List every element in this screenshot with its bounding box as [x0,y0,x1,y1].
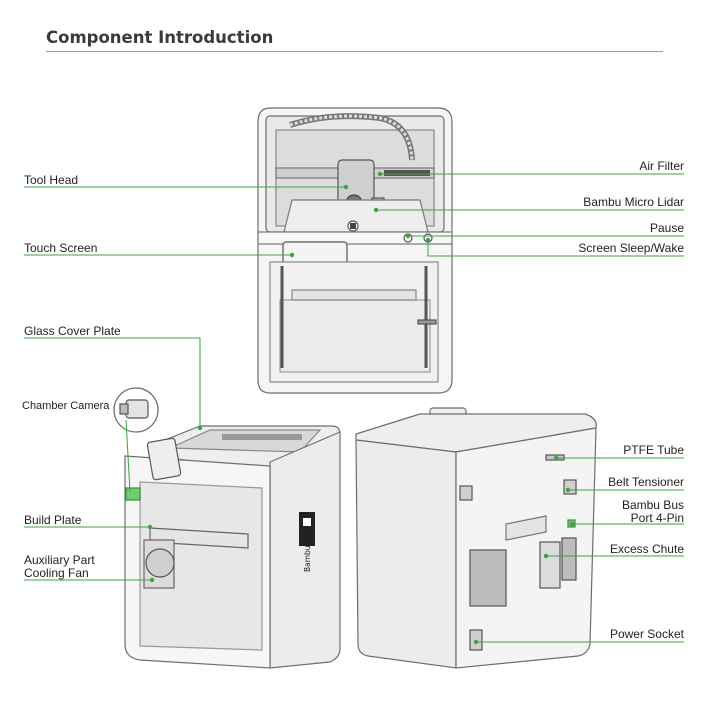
label-touch-screen: Touch Screen [24,241,98,255]
label-build-plate: Build Plate [24,513,82,527]
page-title: Component Introduction [46,28,274,47]
label-power-socket: Power Socket [609,627,684,641]
leader-lines [24,173,684,643]
label-belt-tensioner: Belt Tensioner [608,475,684,489]
leader-dots [147,171,575,645]
label-glass-cover-plate: Glass Cover Plate [24,324,121,338]
label-bus-port-line1: Bambu Bus [621,498,684,512]
label-aux-fan-line1: Auxiliary Part [24,553,95,567]
label-micro-lidar: Bambu Micro Lidar [583,195,684,209]
printer-front-view [124,425,341,669]
label-excess-chute: Excess Chute [609,542,684,556]
printer-top-view [257,107,453,394]
front-brand-text: Bambu Lab [303,529,312,572]
label-air-filter: Air Filter [639,159,684,173]
printer-back-view [355,407,597,669]
title-divider [46,51,663,52]
label-tool-head: Tool Head [24,173,79,187]
label-screen-sleep-wake: Screen Sleep/Wake [578,241,684,255]
label-bus-port-line2: Port 4-Pin [630,511,684,525]
chamber-camera-callout [113,387,159,501]
label-pause: Pause [649,221,684,235]
label-ptfe-tube: PTFE Tube [623,443,684,457]
label-aux-fan-line2: Cooling Fan [24,566,89,580]
label-chamber-camera: Chamber Camera [22,400,110,412]
